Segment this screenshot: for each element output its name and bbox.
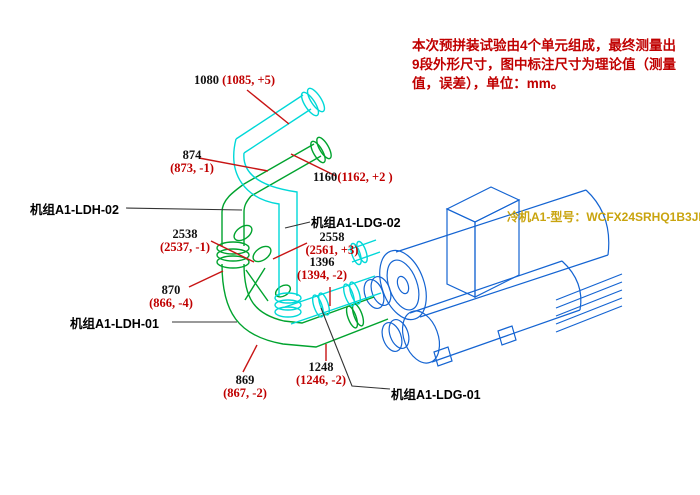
chiller-nozzle-flange [381, 321, 403, 353]
leader-ldh02 [125, 207, 243, 211]
chiller-foot [433, 346, 453, 367]
note-text: 本次预拼装试验由4个单元组成，最终测量出 9段外形尺寸，图中标注尺寸为理论值（测… [412, 38, 677, 91]
cyan-pipe-assembly [233, 87, 382, 325]
chiller-nozzle-flange [363, 278, 385, 310]
dim-1160: 1160(1162, +2 ) [313, 171, 393, 184]
cyan-valve-flange [274, 306, 302, 318]
dim-measured: (2561, +3) [305, 243, 359, 257]
cyan-pipe-edge [347, 239, 377, 251]
valve-handwheel [252, 245, 272, 263]
green-elbow-edge [243, 263, 375, 324]
green-elbow-edge [221, 263, 389, 348]
dim-value: 1396 [309, 255, 335, 269]
dim-measured: (867, -2) [223, 386, 267, 400]
leader-869 [242, 344, 258, 373]
valve-handwheel [274, 284, 292, 298]
chiller-lower-shell-bottom [431, 309, 581, 363]
cyan-flange [348, 281, 362, 305]
chiller-control-box-front [446, 208, 476, 298]
dim-measured: (1162, +2 ) [337, 170, 393, 184]
chiller-control-box-side [474, 199, 520, 298]
dim-measured: (1394, -2) [297, 268, 347, 282]
leader-874 [198, 157, 269, 172]
leader-870 [188, 270, 224, 288]
chiller-upper-shell-bottom [419, 254, 609, 318]
cyan-flange [350, 242, 362, 266]
dim-value: 2558 [319, 230, 345, 244]
green-elbow-edge [221, 183, 245, 246]
chiller-nozzle-flange [370, 275, 392, 307]
dim-2558: 2558 (2561, +3) [300, 231, 364, 257]
red-leader-lines [188, 89, 337, 373]
cyan-flange [306, 87, 326, 113]
chiller-nozzle-flange [388, 318, 410, 350]
green-flange [316, 136, 332, 160]
dim-value: 874 [182, 148, 202, 162]
chiller-lower-shell-cap [561, 260, 582, 311]
chiller-unit [363, 186, 623, 367]
chiller-lower-shell-end [401, 310, 441, 364]
dim-measured: (866, -4) [149, 296, 193, 310]
unit-label-ldg02: 机组A1-LDG-02 [311, 216, 401, 230]
cyan-valve-flange [274, 292, 302, 304]
unit-label-ldg01: 机组A1-LDG-01 [391, 388, 481, 402]
cyan-flange [317, 292, 331, 316]
cyan-pipe-edge [243, 108, 312, 154]
cyan-valve-flange [274, 299, 302, 311]
cyan-elbow-edge [233, 138, 280, 296]
dim-measured: (1246, -2) [296, 373, 346, 387]
dim-1080: 1080 (1085, +5) [194, 74, 275, 87]
cyan-pipe-edge [351, 251, 381, 263]
dim-870: 870 (866, -4) [138, 284, 204, 310]
leader-ldg02 [284, 221, 311, 229]
dim-value: 1160 [313, 170, 338, 184]
chiller-model-label: 冷机A1-型号：WCFX24SRHQ1B3JR(左) [507, 210, 700, 224]
green-valve-flange [216, 248, 250, 262]
cyan-flange [342, 283, 356, 307]
dim-869: 869 (867, -2) [212, 374, 278, 400]
cyan-pipe-edge [235, 94, 304, 140]
leader-2538 [210, 240, 255, 263]
chiller-foot [497, 325, 517, 346]
dim-1396: 1396 (1394, -2) [286, 256, 358, 282]
dim-1248: 1248 (1246, -2) [283, 361, 359, 387]
dim-measured: (873, -1) [170, 161, 214, 175]
cyan-flange [356, 240, 368, 264]
dim-measured: (2537, -1) [160, 240, 210, 254]
green-elbow-edge [243, 195, 252, 246]
leader-1080 [246, 89, 290, 125]
cyan-flange [311, 294, 325, 318]
dim-value: 870 [161, 283, 181, 297]
unit-label-ldh02: 机组A1-LDH-02 [30, 203, 119, 217]
chiller-upper-shell-cap [585, 189, 610, 256]
leader-2558 [272, 242, 308, 260]
leader-1160 [290, 153, 337, 177]
chiller-upper-shell-end [379, 249, 427, 321]
unit-label-ldh01: 机组A1-LDH-01 [70, 317, 159, 331]
chiller-upper-shell-boss [396, 275, 410, 295]
chiller-upper-shell-top [395, 189, 587, 253]
dim-874: 874 (873, -1) [152, 149, 232, 175]
dim-value: 1248 [308, 360, 334, 374]
dim-value: 2538 [172, 227, 198, 241]
chiller-ribs [555, 273, 623, 333]
green-valve-flange [216, 241, 250, 255]
dim-measured: (1085, +5) [222, 73, 276, 87]
cyan-pipe-edge [290, 292, 382, 325]
cyan-flange [300, 91, 320, 117]
dim-2538: 2538 (2537, -1) [148, 228, 222, 254]
green-flange [310, 140, 326, 164]
black-leader-lines [125, 207, 391, 390]
cyan-elbow-edge [243, 152, 298, 296]
chiller-lower-shell-top [409, 260, 563, 314]
dim-value: 869 [235, 373, 255, 387]
leader-ldg01 [320, 307, 391, 390]
valve-handwheel [233, 224, 253, 242]
green-valve-flange [216, 255, 250, 269]
green-flange [345, 305, 359, 329]
dim-value: 1080 [194, 73, 219, 87]
